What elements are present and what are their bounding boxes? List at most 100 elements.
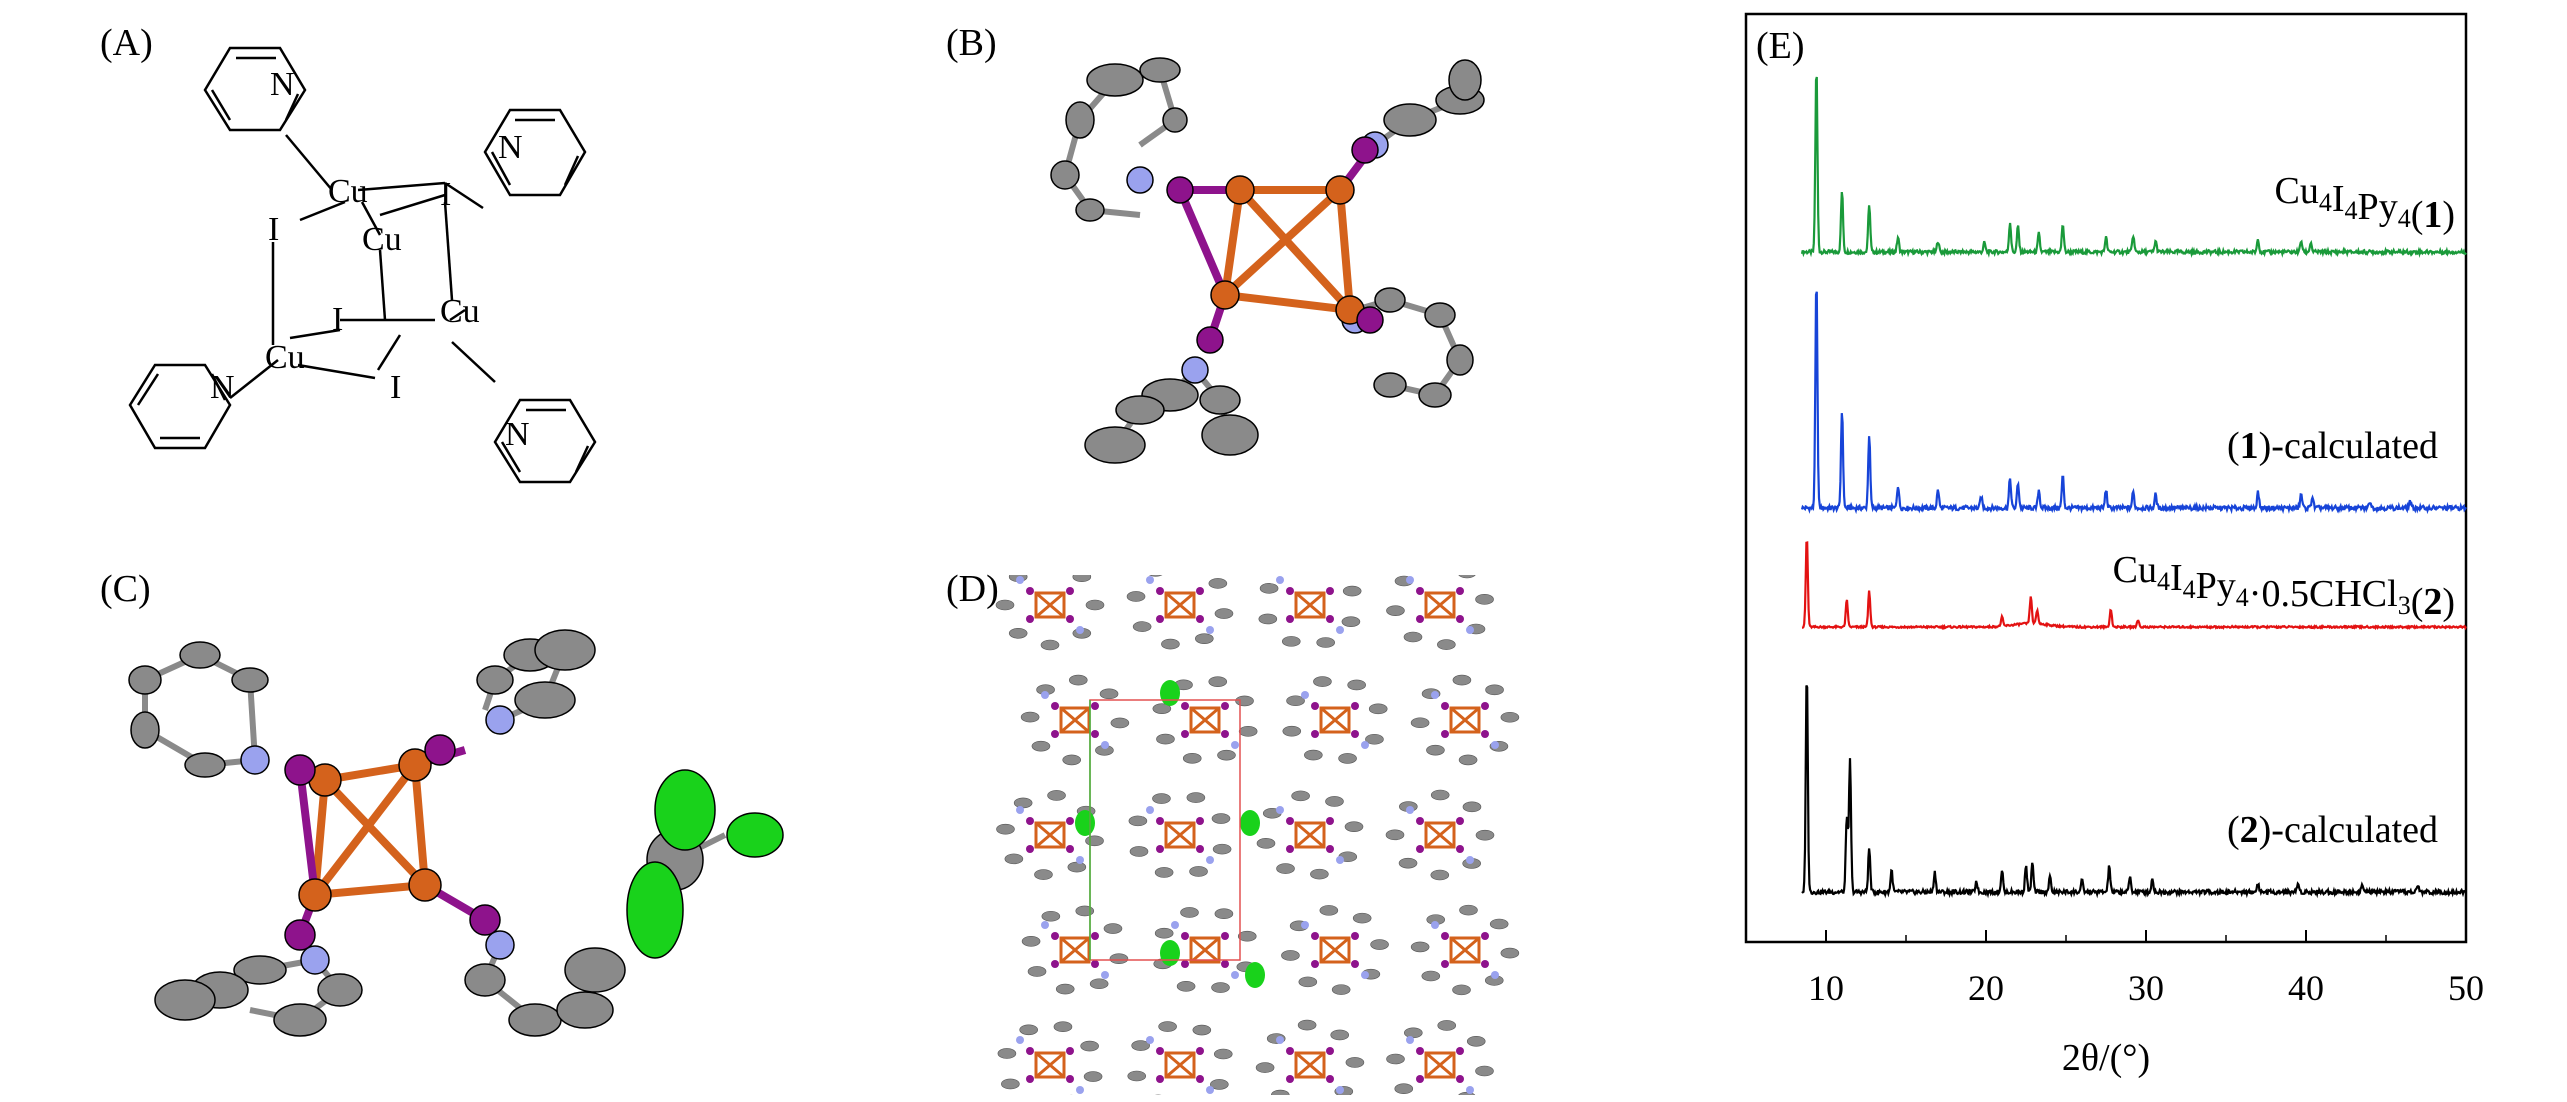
pyridine-n-label: N: [498, 129, 523, 166]
carbon-atom: [1199, 385, 1241, 415]
carbon-atom: [1115, 395, 1165, 425]
cu-atom-label: Cu: [362, 221, 402, 258]
series-label: (1)-calculated: [2227, 425, 2438, 467]
carbon-atom: [1446, 344, 1474, 376]
chlorine-atom: [654, 769, 716, 851]
packing-cluster: [1255, 1019, 1365, 1095]
nitrogen-atom: [1126, 166, 1154, 194]
pyridine-n-label: N: [210, 369, 235, 406]
copper-atom: [1210, 280, 1240, 310]
xrd-trace: [1800, 76, 2467, 258]
packing-cluster: [995, 575, 1105, 651]
packing-cluster: [1281, 905, 1389, 995]
cu-atom-label: Cu: [265, 339, 305, 376]
chlorine-atom: [626, 861, 684, 959]
iodine-atom: [1196, 326, 1224, 354]
copper-atom: [1225, 175, 1255, 205]
packing-cluster: [1128, 792, 1232, 878]
panel-e-chart: (E) Cu4I4Py4(1)(1)-calculatedCu4I4Py4·0.…: [1744, 12, 2484, 1079]
xrd-trace: [1801, 541, 2467, 631]
panel-a-structure: N N N N Cu Cu Cu Cu I I I I: [128, 46, 597, 484]
iodine-atom-label: I: [268, 211, 279, 248]
copper-atom: [398, 748, 432, 782]
iodine-atom-label: I: [390, 369, 401, 406]
carbon-atom: [1086, 63, 1144, 97]
packing-cluster: [1410, 674, 1520, 766]
iodine-atom: [1356, 306, 1384, 334]
carbon-atom: [476, 665, 514, 695]
packing-cluster: [1385, 789, 1495, 881]
panel-c-label: (C): [100, 568, 151, 610]
carbon-atom: [1050, 160, 1080, 190]
packing-cluster: [1258, 576, 1362, 648]
cu-cu-bond: [1220, 186, 1355, 315]
carbon-atom: [1383, 103, 1437, 137]
carbon-atom: [1374, 287, 1406, 313]
nitrogen-atom: [300, 945, 330, 975]
iodine-atom: [424, 734, 456, 766]
iodine-atom: [469, 904, 501, 936]
plot-frame: [1744, 12, 2468, 944]
cu-i-bond: [1176, 147, 1374, 342]
packing-cluster: [1021, 905, 1129, 995]
carbon-atom: [556, 991, 614, 1029]
nitrogen-atom: [1181, 356, 1209, 384]
copper-atom: [298, 878, 332, 912]
panel-b-ortep: [1050, 57, 1485, 464]
iodine-atom-label: I: [332, 301, 343, 338]
iodine-atom: [284, 754, 316, 786]
packing-cluster: [1386, 575, 1494, 650]
carbon-atom: [508, 1003, 562, 1037]
packing-cluster: [1410, 904, 1520, 996]
nitrogen-atom: [485, 930, 515, 960]
series-label: (2)-calculated: [2227, 809, 2438, 851]
packing-cluster: [1386, 1020, 1494, 1095]
carbon-atom: [1448, 59, 1482, 101]
x-tick-label: 30: [2128, 968, 2164, 1008]
nitrogen-atom: [240, 745, 270, 775]
carbon-atom: [464, 963, 506, 997]
iodine-atom: [1351, 136, 1379, 164]
panel-d-label: (D): [946, 568, 999, 610]
panel-a-label: (A): [100, 22, 153, 64]
chloroform-molecule: [1245, 962, 1265, 988]
carbon-atom: [1065, 101, 1095, 139]
x-tick-label: 40: [2288, 968, 2324, 1008]
carbon-atom: [1373, 372, 1407, 398]
packing-cluster: [1020, 674, 1130, 766]
carbon-atom: [534, 629, 596, 671]
iodine-atom-label: I: [440, 176, 451, 213]
carbon-atom: [273, 1003, 327, 1037]
packing-cluster: [1127, 1021, 1233, 1095]
carbon-atom: [514, 681, 576, 719]
xrd-trace: [1801, 685, 2468, 899]
carbon-atom: [1424, 302, 1456, 328]
carbon-atom: [184, 752, 226, 778]
x-tick-label: 10: [1808, 968, 1844, 1008]
carbon-atom: [317, 973, 363, 1007]
series-label: Cu4I4Py4·0.5CHCl3(2): [2113, 549, 2455, 623]
carbon-atom: [128, 665, 162, 695]
carbon-atom: [1162, 107, 1188, 133]
cu-atom-label: Cu: [440, 293, 480, 330]
xrd-trace: [1800, 291, 2467, 515]
x-tick-label: 50: [2448, 968, 2484, 1008]
panel-c-ortep: [128, 629, 784, 1037]
iodine-atom: [1166, 176, 1194, 204]
carbon-atom: [233, 955, 287, 985]
chlorine-atom: [726, 812, 784, 858]
panel-e-label: (E): [1756, 25, 1805, 67]
chloroform-molecule: [1240, 810, 1260, 836]
pyridine-n-label: N: [270, 66, 295, 103]
chloroform-molecule: [1075, 810, 1095, 836]
copper-atom: [408, 868, 442, 902]
carbon-atom: [154, 979, 216, 1021]
cu-atom-label: Cu: [328, 173, 368, 210]
carbon-atom: [564, 947, 626, 993]
panel-b-label: (B): [946, 22, 997, 64]
nitrogen-atom: [485, 705, 515, 735]
packing-cluster: [1282, 676, 1388, 764]
packing-cluster: [997, 1021, 1103, 1095]
carbon-atom: [1075, 198, 1105, 222]
carbon-atom: [1418, 382, 1452, 408]
